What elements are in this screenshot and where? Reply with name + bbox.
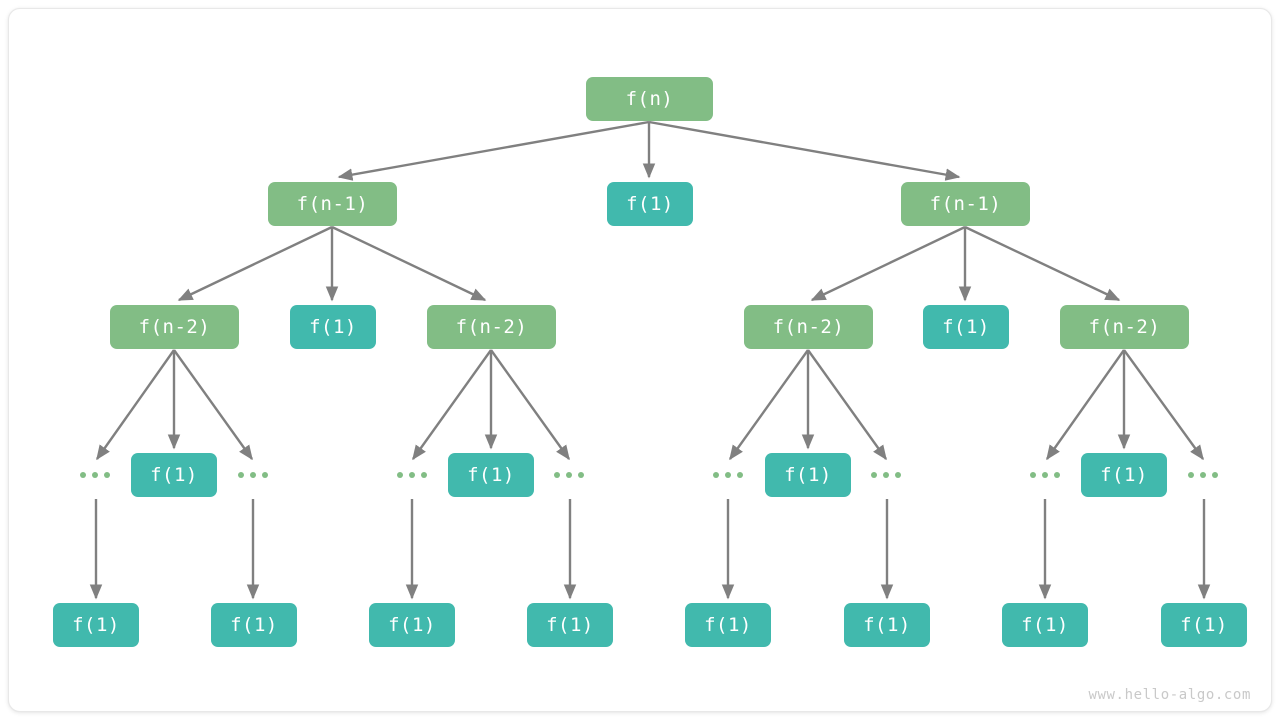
ellipsis-dot	[238, 472, 244, 478]
tree-node-label: f(n-1)	[929, 193, 1002, 215]
tree-node-n4b: f(1)	[211, 603, 297, 647]
tree-node-label: f(1)	[1180, 614, 1228, 636]
ellipsis-dot	[713, 472, 719, 478]
ellipsis-e7	[1030, 472, 1060, 478]
tree-node-n1c: f(n-1)	[901, 182, 1030, 226]
tree-node-n4e: f(1)	[685, 603, 771, 647]
ellipsis-dot	[409, 472, 415, 478]
tree-node-n0: f(n)	[586, 77, 713, 121]
edge-n1a-to-n2a	[177, 225, 333, 302]
ellipsis-dot	[725, 472, 731, 478]
ellipsis-dot	[1030, 472, 1036, 478]
edge-n2d-to-e6	[807, 349, 887, 461]
ellipsis-dot	[92, 472, 98, 478]
ellipsis-dot	[421, 472, 427, 478]
tree-node-label: f(1)	[1021, 614, 1069, 636]
ellipsis-e1	[80, 472, 110, 478]
tree-node-n4c: f(1)	[369, 603, 455, 647]
ellipsis-dot	[554, 472, 560, 478]
tree-node-label: f(1)	[784, 464, 832, 486]
ellipsis-e4	[554, 472, 584, 478]
tree-node-label: f(n-1)	[296, 193, 369, 215]
tree-node-n4f: f(1)	[844, 603, 930, 647]
ellipsis-dot	[895, 472, 901, 478]
tree-node-n3e: f(1)	[448, 453, 534, 497]
tree-node-label: f(1)	[942, 316, 990, 338]
tree-node-n1a: f(n-1)	[268, 182, 397, 226]
tree-node-label: f(n)	[625, 88, 674, 110]
tree-node-n3b: f(1)	[131, 453, 217, 497]
ellipsis-dot	[104, 472, 110, 478]
edge-n2c-to-e3	[412, 349, 492, 461]
edge-n0-to-n1c	[648, 120, 961, 181]
ellipsis-e8	[1188, 472, 1218, 478]
ellipsis-dot	[1188, 472, 1194, 478]
edge-n1c-to-n2d	[810, 225, 966, 302]
tree-node-label: f(1)	[467, 464, 515, 486]
tree-node-label: f(n-2)	[772, 316, 845, 338]
ellipsis-e2	[238, 472, 268, 478]
ellipsis-dot	[250, 472, 256, 478]
ellipsis-e3	[397, 472, 427, 478]
tree-node-n2e: f(1)	[923, 305, 1009, 349]
tree-node-label: f(1)	[1100, 464, 1148, 486]
tree-node-n4d: f(1)	[527, 603, 613, 647]
edge-n1c-to-n2f	[964, 225, 1121, 302]
edge-n2f-to-e8	[1123, 349, 1204, 461]
tree-node-label: f(1)	[72, 614, 120, 636]
tree-node-n4h: f(1)	[1161, 603, 1247, 647]
tree-node-n2b: f(1)	[290, 305, 376, 349]
tree-node-label: f(1)	[863, 614, 911, 636]
ellipsis-dot	[883, 472, 889, 478]
ellipsis-dot	[1042, 472, 1048, 478]
ellipsis-dot	[578, 472, 584, 478]
diagram-card: f(n) f(n-1) f(1) f(n-1) f(n-2) f(1) f(n-2) f(n-…	[8, 8, 1272, 712]
ellipsis-e6	[871, 472, 901, 478]
ellipsis-dot	[1212, 472, 1218, 478]
ellipsis-dot	[1200, 472, 1206, 478]
edge-n1a-to-n2c	[331, 225, 487, 302]
tree-node-n3h: f(1)	[765, 453, 851, 497]
tree-node-n1b: f(1)	[607, 182, 693, 226]
edge-n2a-to-e2	[173, 349, 253, 461]
tree-node-label: f(n-2)	[138, 316, 211, 338]
tree-node-label: f(1)	[626, 193, 674, 215]
tree-node-n2d: f(n-2)	[744, 305, 873, 349]
tree-node-label: f(n-2)	[1088, 316, 1161, 338]
ellipsis-dot	[566, 472, 572, 478]
tree-node-label: f(1)	[230, 614, 278, 636]
tree-node-label: f(1)	[704, 614, 752, 636]
ellipsis-dot	[737, 472, 743, 478]
tree-node-n2a: f(n-2)	[110, 305, 239, 349]
edge-n2c-to-e4	[490, 349, 570, 461]
ellipsis-dot	[397, 472, 403, 478]
ellipsis-dot	[262, 472, 268, 478]
edge-n2d-to-e5	[729, 349, 809, 461]
tree-node-label: f(1)	[309, 316, 357, 338]
tree-node-n4a: f(1)	[53, 603, 139, 647]
tree-node-n2f: f(n-2)	[1060, 305, 1189, 349]
watermark: www.hello-algo.com	[1088, 687, 1251, 703]
tree-node-label: f(n-2)	[455, 316, 528, 338]
tree-node-label: f(1)	[546, 614, 594, 636]
ellipsis-dot	[871, 472, 877, 478]
tree-node-label: f(1)	[150, 464, 198, 486]
edge-n2a-to-e1	[96, 349, 175, 461]
recursion-tree-diagram: f(n) f(n-1) f(1) f(n-1) f(n-2) f(1) f(n-2) f(n-…	[9, 9, 1271, 711]
tree-node-n4g: f(1)	[1002, 603, 1088, 647]
ellipsis-dot	[1054, 472, 1060, 478]
tree-node-n2c: f(n-2)	[427, 305, 556, 349]
ellipsis-dot	[80, 472, 86, 478]
edge-n0-to-n1a	[337, 120, 650, 181]
ellipsis-e5	[713, 472, 743, 478]
tree-node-label: f(1)	[388, 614, 436, 636]
edge-n2f-to-e7	[1046, 349, 1125, 461]
tree-node-n3k: f(1)	[1081, 453, 1167, 497]
